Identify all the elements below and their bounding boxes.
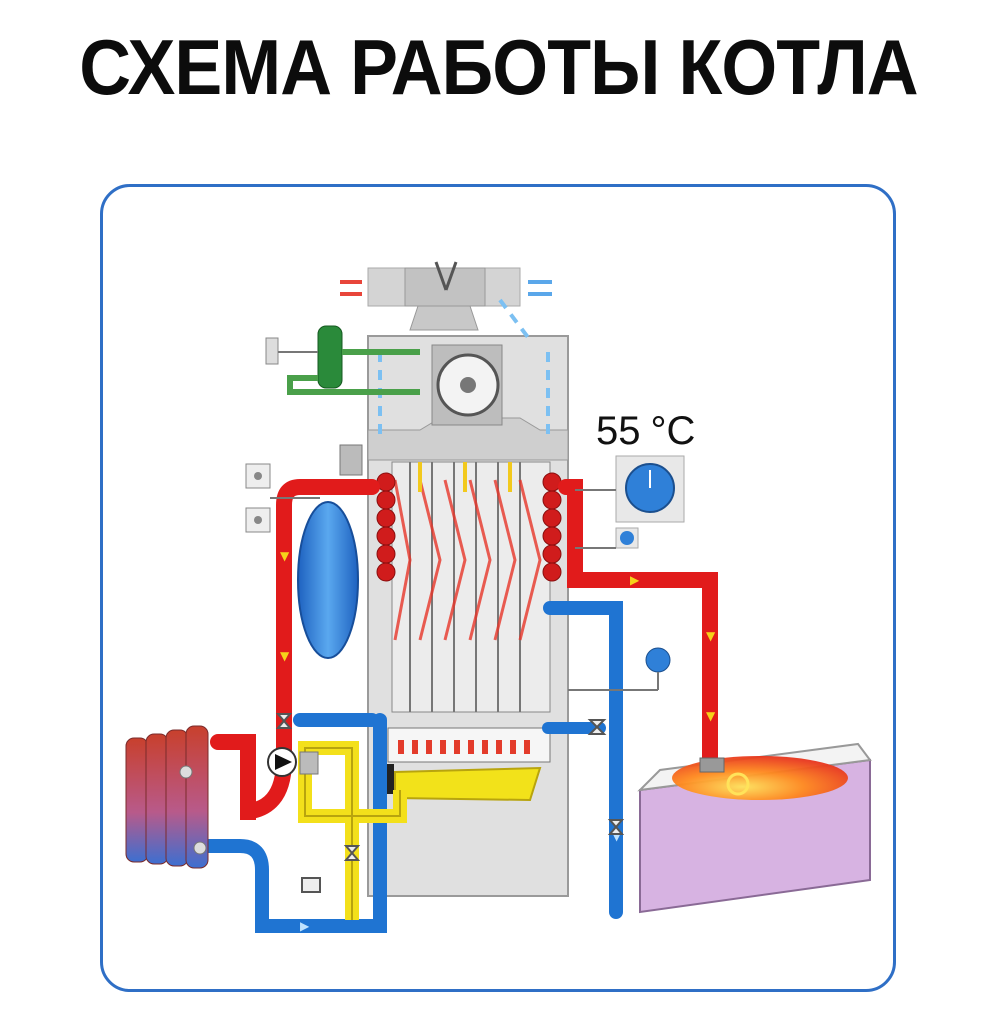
heat-exchanger xyxy=(376,461,562,713)
air-vent-icon xyxy=(339,444,363,476)
svg-text:▶: ▶ xyxy=(300,919,310,933)
sensor-icons xyxy=(245,463,320,533)
temperature-value: 55°C xyxy=(596,409,695,453)
fan-icon xyxy=(431,344,503,426)
exhaust-arrows xyxy=(340,280,552,296)
radiator-icon xyxy=(125,725,209,869)
cold-pipes xyxy=(193,583,623,933)
svg-text:▼: ▼ xyxy=(612,829,622,843)
svg-text:▶: ▶ xyxy=(630,573,640,587)
svg-text:▼: ▼ xyxy=(280,649,290,663)
bathtub-icon xyxy=(637,742,872,914)
flue-vent-icon xyxy=(367,261,521,331)
pressure-gauge-icon xyxy=(568,647,671,691)
valve-icons xyxy=(275,713,625,893)
pump-icon xyxy=(267,747,319,777)
gas-pipe xyxy=(298,741,407,920)
airflow-arrows xyxy=(378,298,550,440)
flow-arrows: ▼ ▼ ▼ ▼ ▼ ▶ ▶ xyxy=(280,549,716,933)
page-title: СХЕМА РАБОТЫ КОТЛА xyxy=(79,23,918,111)
thermostat-dial-icon xyxy=(575,455,685,549)
svg-text:▼: ▼ xyxy=(706,709,716,723)
svg-text:▼: ▼ xyxy=(706,629,716,643)
expansion-tank-icon xyxy=(297,501,359,659)
burner-icon xyxy=(384,727,551,802)
secondary-exchanger-icon xyxy=(265,325,420,395)
svg-text:▼: ▼ xyxy=(280,549,290,563)
